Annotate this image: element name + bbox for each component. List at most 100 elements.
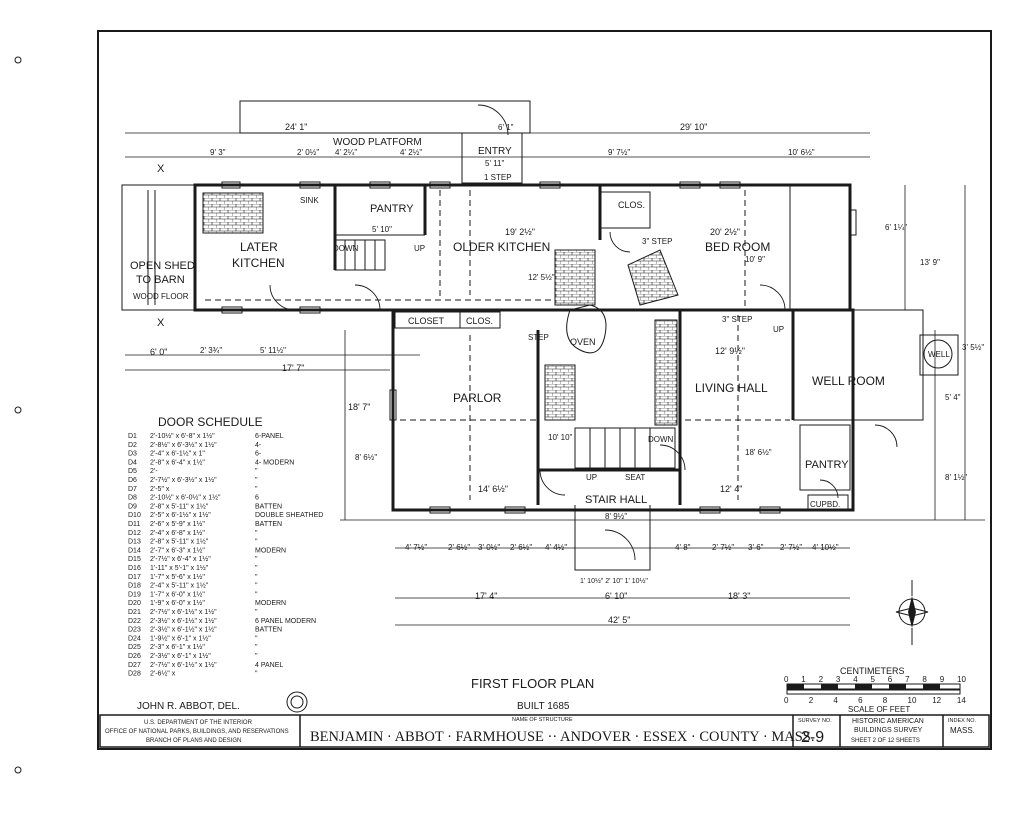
door-id: D26 (128, 653, 141, 660)
door-size: 2'-4" x 6'-8" x 1½" (150, 529, 205, 537)
feet-tick: 10 (908, 696, 917, 705)
door-size: 2'-3½" x 6'-1" x 1½" (150, 652, 211, 660)
dim-mid-a: 2' 3¾" (200, 346, 222, 355)
door-note: " (255, 635, 258, 642)
door-id: D7 (128, 486, 137, 493)
down-label-1: DOWN (333, 244, 359, 253)
door-size: 2'-3½" x 6'-1½" x 1½" (150, 626, 217, 634)
dim-row2-f: 9' 7½" (608, 148, 630, 157)
door-note: " (255, 671, 258, 678)
door-note: " (255, 609, 258, 616)
door-note: BATTEN (255, 503, 282, 510)
door-size: 2'-5" x 6'-1½" x 1½" (150, 511, 211, 519)
door-note: " (255, 591, 258, 598)
door-note: BATTEN (255, 521, 282, 528)
binder-hole (14, 56, 22, 64)
delineator: JOHN R. ABBOT, DEL. (137, 701, 240, 712)
later-kitchen-label-1: LATER (240, 240, 278, 254)
dim-bottom-d: 2' 6½" (510, 543, 532, 552)
dim-right-total: 13' 9" (920, 258, 940, 267)
dim-bottom-i: 2' 7½" (780, 543, 802, 552)
door-note: MODERN (255, 547, 286, 554)
dim-row2-d: 4' 2½" (400, 148, 422, 157)
door-size: 2'-7½" x 6'-3½" x 1½" (150, 476, 217, 484)
door-id: D10 (128, 512, 141, 519)
dim-top-left: 24' 1" (285, 122, 307, 132)
door-size: 1'-7" x 5'-6" x 1½" (150, 573, 205, 581)
door-note: " (255, 653, 258, 660)
door-id: D1 (128, 433, 137, 440)
door-size: 2'-8" x 5'-11" x 1½" (150, 502, 209, 510)
step-label-3: 3" STEP (722, 315, 752, 324)
door-id: D20 (128, 600, 141, 607)
dim-bottom-c: 3' 0½" (478, 543, 500, 552)
door-id: D16 (128, 565, 141, 572)
door-note: 6 (255, 495, 259, 502)
dim-entry: 6' 1" (498, 123, 514, 132)
door-note: " (255, 644, 258, 651)
cm-tick: 4 (853, 675, 858, 684)
cm-tick: 7 (905, 675, 910, 684)
oven-label: OVEN (570, 337, 596, 347)
door-id: D23 (128, 627, 141, 634)
dim-living-hall-w: 12' 9½" (715, 346, 745, 356)
door-id: D5 (128, 468, 137, 475)
central-chimney (544, 249, 679, 426)
clos-mid-label: CLOS. (466, 316, 493, 326)
dim-stair-w: 8' 9½" (605, 512, 627, 521)
cm-tick: 6 (888, 675, 893, 684)
agency-line-1: U.S. DEPARTMENT OF THE INTERIOR (144, 720, 253, 726)
oven-outline (566, 304, 607, 354)
dim-mid-c: 17' 7" (282, 363, 304, 373)
door-size: 2'-3" x 6'-1" x 1½" (150, 643, 205, 651)
door-note: MODERN (255, 600, 286, 607)
binder-hole (14, 766, 22, 774)
dimension-lines (125, 132, 985, 626)
door-schedule-title: DOOR SCHEDULE (158, 415, 263, 429)
step-label-1: STEP (528, 333, 549, 342)
door-note: " (255, 468, 258, 475)
cupboard-outline (807, 494, 849, 511)
door-size: 2'-4" x 5'-11" x 1½" (150, 582, 209, 590)
feet-tick: 4 (833, 696, 838, 705)
cm-tick: 10 (957, 675, 966, 684)
door-id: D6 (128, 477, 137, 484)
clos-upper-label: CLOS. (618, 200, 645, 210)
dim-row2-e: 5' 11" (485, 159, 505, 168)
door-size: 1'-9½" x 6'-1" x 1½" (150, 634, 211, 642)
dim-bottom-j: 4' 10½" (812, 543, 839, 552)
up-label-2: UP (414, 244, 425, 253)
sheet-border (97, 30, 992, 750)
dim-row2-b: 2' 0½" (297, 148, 319, 157)
dim-row2-g: 10' 6½" (788, 148, 815, 157)
pantry-lower-label: PANTRY (805, 459, 849, 471)
open-shed-label: OPEN SHED (130, 260, 195, 272)
well-box (919, 334, 959, 376)
feet-tick: 8 (883, 696, 888, 705)
feet-tick: 0 (784, 696, 789, 705)
cm-tick: 2 (819, 675, 824, 684)
door-note: " (255, 565, 258, 572)
door-id: D18 (128, 583, 141, 590)
door-size: 2'-10½" x 6'-8" x 1½" (150, 432, 215, 440)
older-kitchen-label: OLDER KITCHEN (453, 240, 550, 254)
dim-living-hall-h: 18' 6½" (745, 448, 772, 457)
cm-tick: 8 (922, 675, 927, 684)
up-label-3: UP (773, 325, 784, 334)
dim-total-mid: 6' 10" (605, 591, 627, 601)
door-id: D2 (128, 442, 137, 449)
section-mark-top: X (157, 163, 165, 175)
door-size: 2'-8" x 5'-11" x 1½" (150, 538, 209, 546)
door-id: D9 (128, 503, 137, 510)
title-block: U.S. DEPARTMENT OF THE INTERIOR OFFICE O… (99, 714, 990, 748)
door-id: D14 (128, 547, 141, 554)
structure-name-label: NAME OF STRUCTURE (512, 717, 573, 723)
door-size: 2'-4" x 6'-1½" x 1" (150, 450, 205, 458)
door-id: D11 (128, 521, 140, 528)
door-note: 6 PANEL MODERN (255, 618, 316, 625)
north-arrow-icon (895, 580, 929, 645)
survey-no: 2-9 (801, 729, 824, 746)
step-top-label: 1 STEP (484, 173, 512, 182)
dim-older-kitchen-h: 12' 5½" (528, 273, 555, 282)
